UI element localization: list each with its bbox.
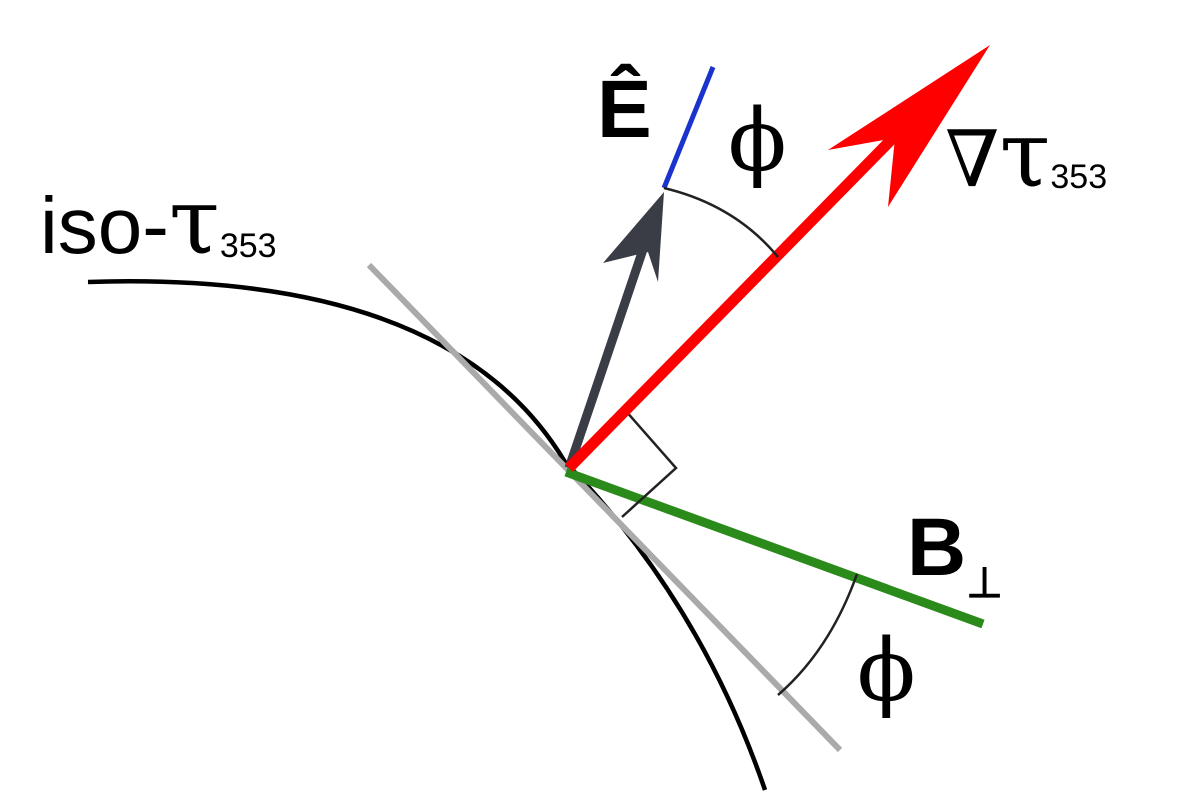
- b-perp-letter: B: [907, 502, 966, 593]
- e-hat-extension-line: [661, 66, 716, 189]
- b-perp-vector: [564, 467, 985, 629]
- iso-tau-subscript: 353: [220, 227, 277, 265]
- e-hat-vector: [564, 218, 658, 470]
- phi-label-top: ϕ: [728, 91, 787, 191]
- grad-tau-arrowhead: [828, 45, 990, 207]
- e-hat-arrowhead: [603, 192, 664, 282]
- iso-tau-symbol: τ: [169, 168, 220, 275]
- b-perp-subscript: ⊥: [966, 559, 1003, 606]
- grad-tau-vector: [565, 81, 949, 472]
- angle-arc-top: [663, 186, 779, 258]
- e-hat-label: Ê: [597, 63, 652, 155]
- nabla-symbol: ∇: [945, 115, 999, 205]
- b-perp-label: B⊥: [907, 502, 1003, 606]
- tangent-line: [366, 262, 843, 753]
- iso-tau-label: iso-τ353: [40, 168, 277, 275]
- right-angle-marker: [621, 409, 678, 518]
- grad-tau-symbol: τ: [999, 101, 1050, 208]
- grad-tau-label: ∇τ353: [945, 101, 1107, 208]
- angle-arc-bottom: [777, 573, 859, 696]
- phi-label-bottom: ϕ: [857, 621, 916, 721]
- iso-tau-prefix: iso-: [40, 181, 169, 270]
- iso-tau-curve: [87, 279, 768, 791]
- grad-tau-subscript: 353: [1050, 158, 1107, 196]
